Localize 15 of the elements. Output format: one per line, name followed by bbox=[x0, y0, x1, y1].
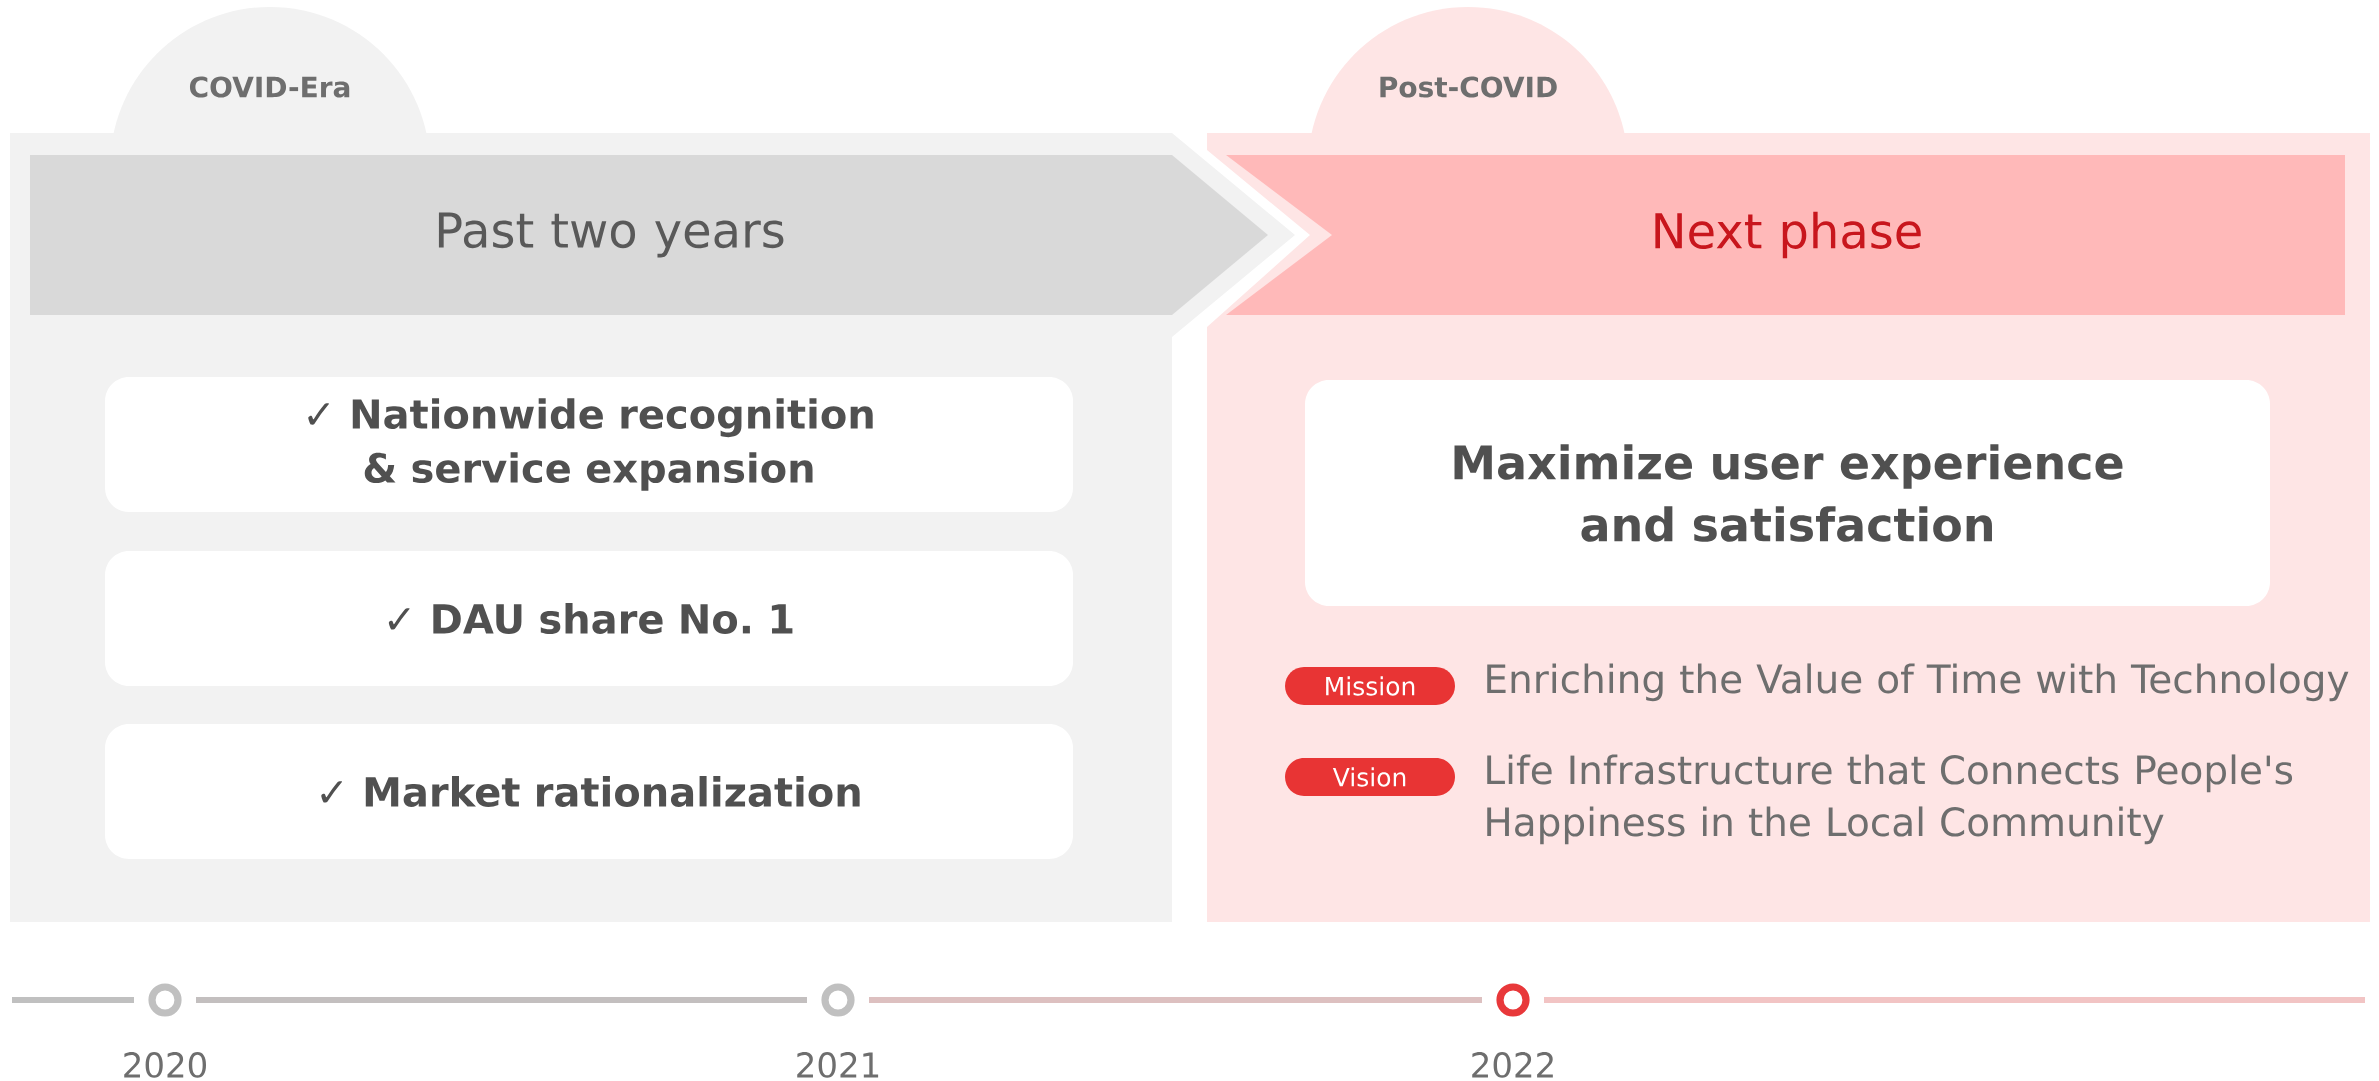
year-label: 2021 bbox=[797, 1052, 879, 1078]
text-card: Maximize user experience and satisfaction bbox=[1305, 380, 2270, 606]
year-label: 2020 bbox=[124, 1052, 206, 1078]
text-card: ✓ Market rationalization bbox=[105, 724, 1073, 859]
statement-text: Life Infrastructure that Connects People's Happiness in the Local Community bbox=[1487, 754, 2293, 845]
year-label: 2022 bbox=[1472, 1052, 1553, 1078]
tab-heading: COVID-Era bbox=[189, 76, 350, 98]
text-card: ✓ Nationwide recognition & service expansion bbox=[105, 377, 1073, 512]
phase-banner: Past two years bbox=[30, 155, 1268, 315]
tag-pill: Mission bbox=[1285, 667, 1455, 705]
phase-banner: Next phase bbox=[1226, 155, 2345, 315]
statement-text: Enriching the Value of Time with Technology bbox=[1487, 663, 2349, 702]
tag-pill: Vision bbox=[1285, 758, 1455, 796]
tab-heading: Post-COVID bbox=[1380, 76, 1557, 98]
text-card: ✓ DAU share No. 1 bbox=[105, 551, 1073, 686]
